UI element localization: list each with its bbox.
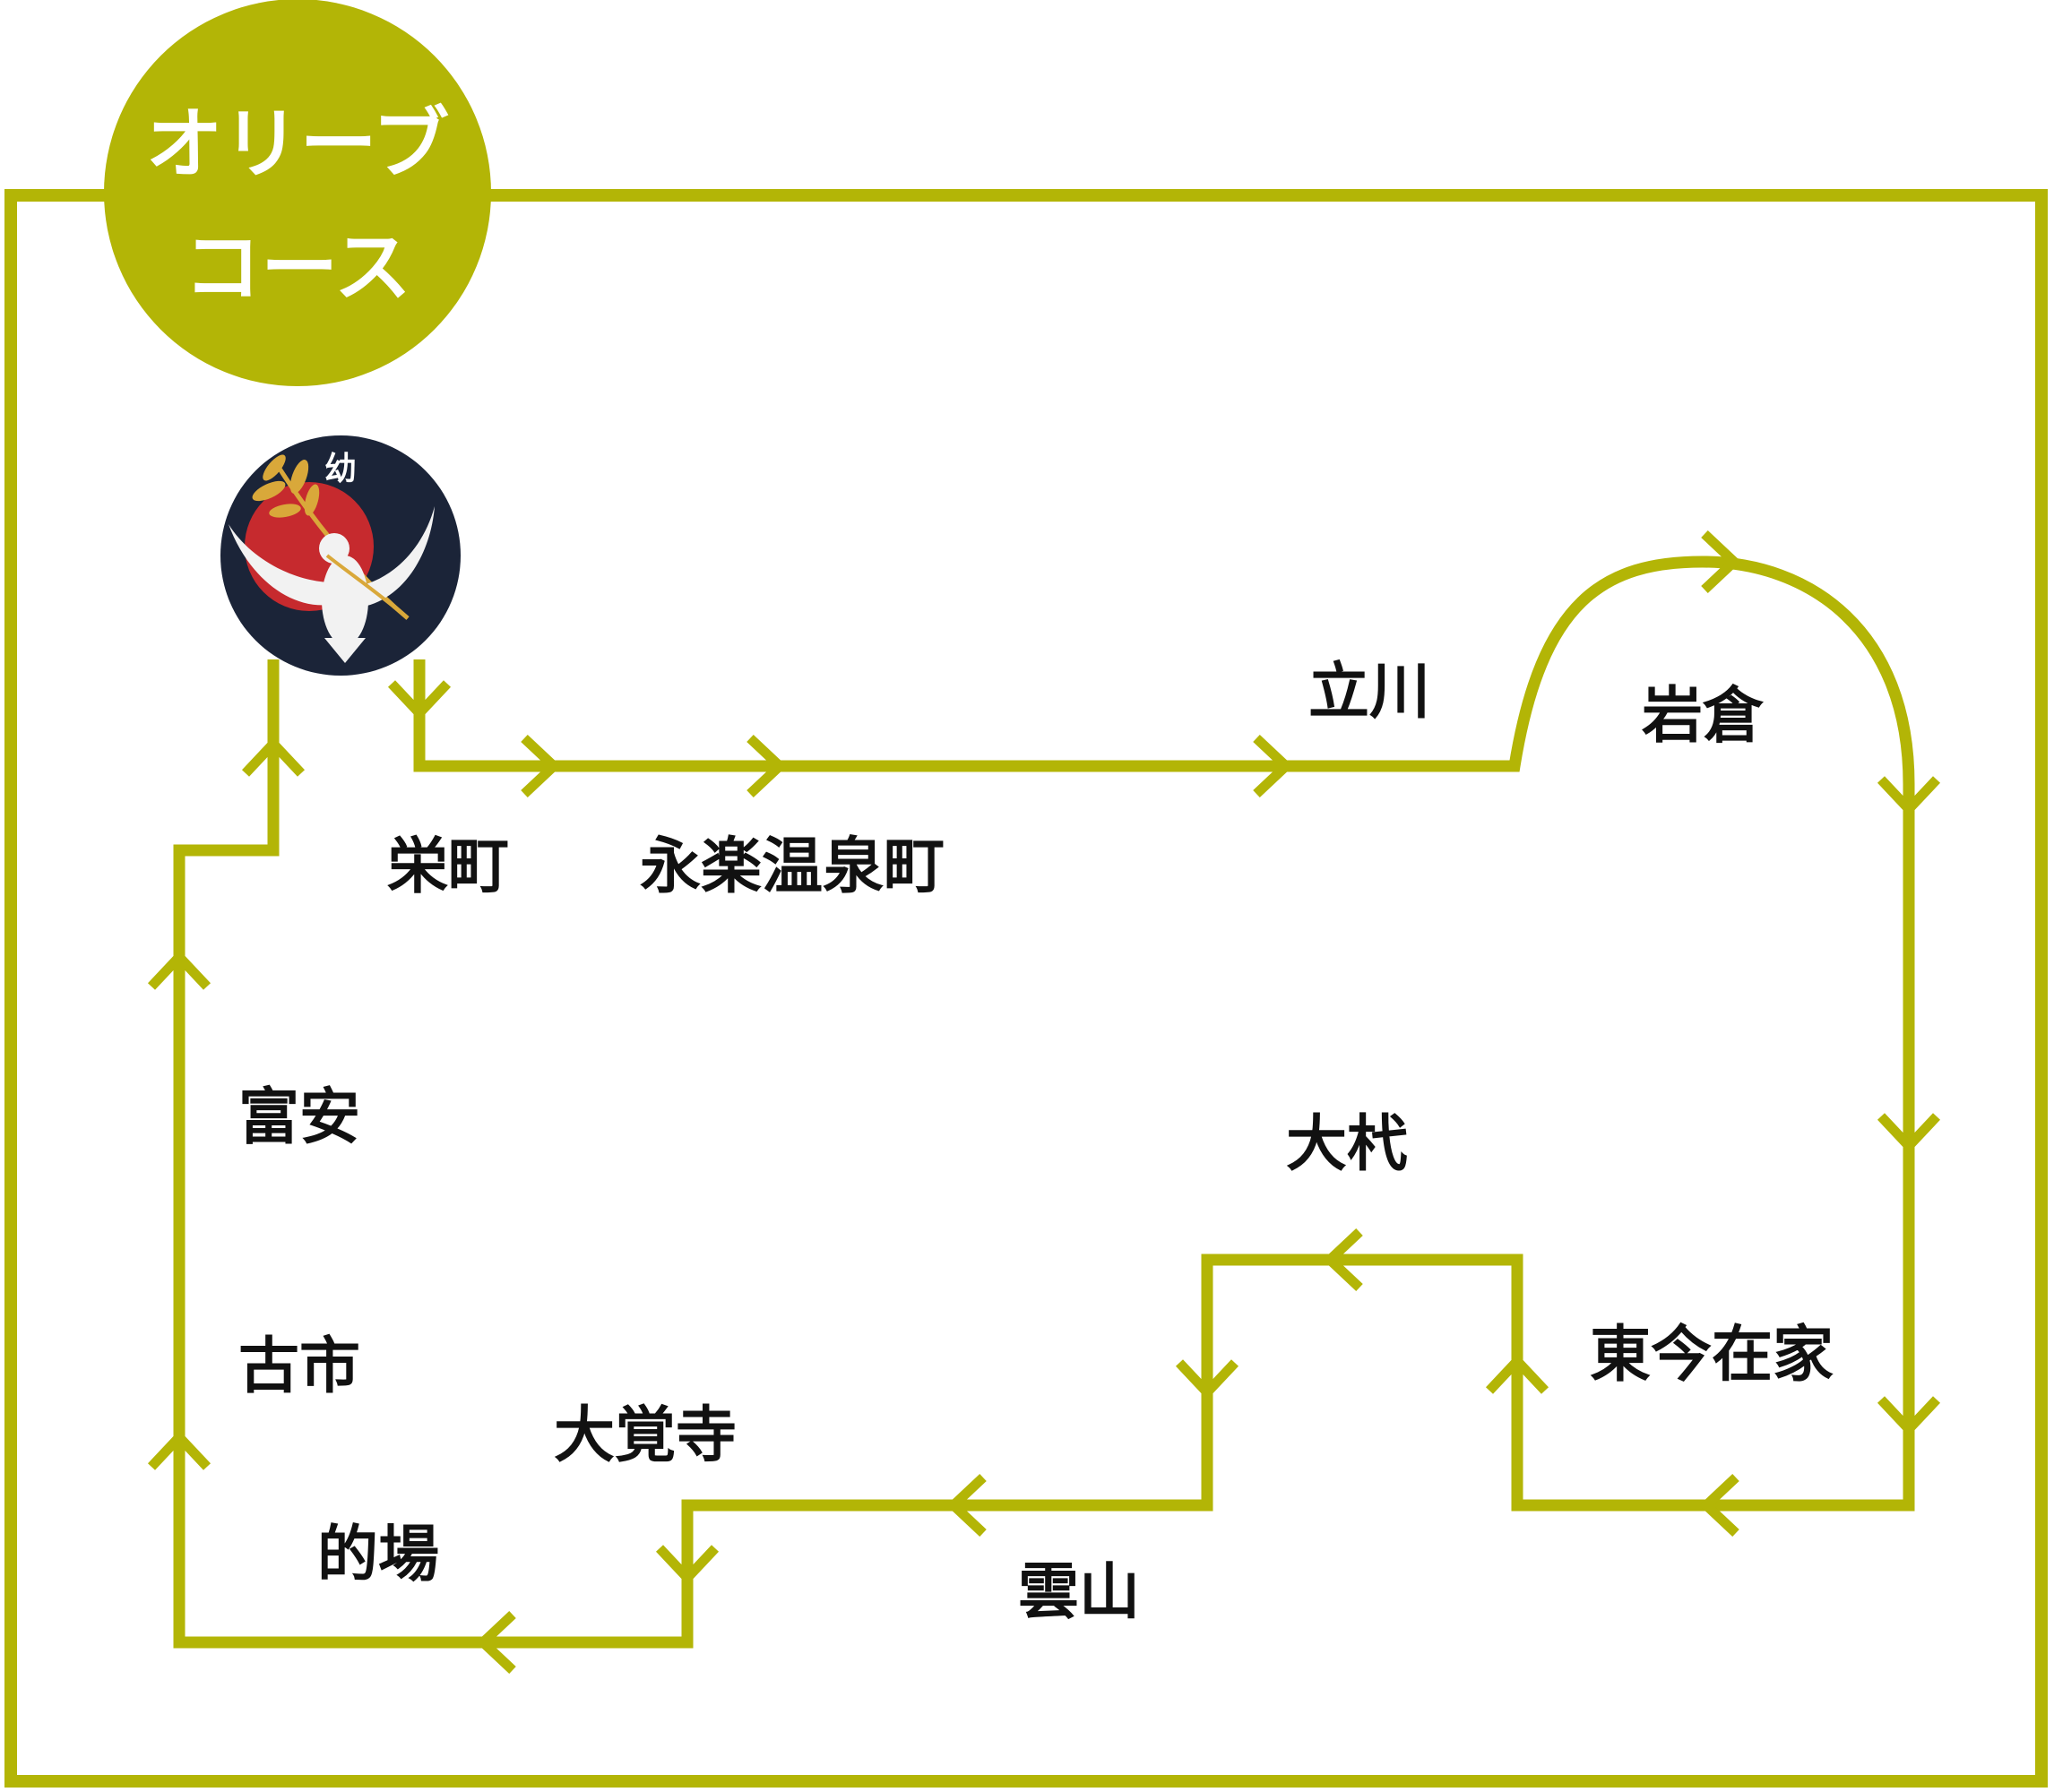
olive-stem-icon <box>325 554 410 620</box>
stop-label-eiraku-onsenmachi: 永楽温泉町 <box>640 831 945 902</box>
arrow-right-icon <box>1253 734 1294 798</box>
direction-arrows <box>147 530 1941 1675</box>
stop-labels: 栄町 永楽温泉町 立川 岩倉 東今在家 大杙 雲山 大覚寺 的場 古市 富安 <box>238 657 1834 1628</box>
stop-label-kumoyama: 雲山 <box>1018 1557 1140 1628</box>
stop-label-daikakuji: 大覚寺 <box>554 1400 737 1471</box>
logo-character: 幼 <box>324 451 357 487</box>
stop-label-furuichi: 古市 <box>238 1331 360 1402</box>
arrow-up-icon <box>147 1429 211 1470</box>
map-frame <box>4 189 2048 1788</box>
arrow-up-icon <box>147 949 211 990</box>
kindergarten-logo: 幼 <box>220 435 461 676</box>
stop-label-tomiyasu: 富安 <box>238 1082 360 1153</box>
arrow-down-icon <box>655 1545 720 1586</box>
route-line <box>173 556 1915 1649</box>
stop-label-matoba: 的場 <box>317 1520 439 1590</box>
arrow-down-icon <box>1175 1359 1239 1400</box>
arrow-right-icon <box>747 734 788 798</box>
stop-label-tachikawa: 立川 <box>1308 657 1430 728</box>
arrow-up-icon <box>1485 1353 1549 1394</box>
course-badge: オリーブ コース <box>104 0 491 386</box>
arrow-left-icon <box>1322 1228 1363 1292</box>
course-badge-circle <box>104 0 491 386</box>
stop-label-ookui: 大杙 <box>1286 1109 1408 1180</box>
course-name-line2: コース <box>184 223 411 313</box>
arrow-down-icon <box>1877 776 1941 817</box>
arrow-left-icon <box>475 1610 516 1675</box>
arrow-down-icon <box>1877 1396 1941 1437</box>
stop-label-sakaemachi: 栄町 <box>387 831 509 902</box>
arrow-right-icon <box>521 734 562 798</box>
arrow-down-icon <box>1877 1113 1941 1154</box>
course-name-line1: オリーブ <box>146 99 450 189</box>
arrow-up-icon <box>241 736 306 777</box>
stop-label-iwakura: 岩倉 <box>1642 681 1765 752</box>
arrow-down-icon <box>387 680 452 721</box>
arrow-right-icon <box>1701 530 1742 594</box>
stop-label-higashi-imazaike: 東今在家 <box>1590 1320 1834 1391</box>
arrow-left-icon <box>1698 1473 1739 1538</box>
arrow-left-icon <box>945 1473 987 1538</box>
